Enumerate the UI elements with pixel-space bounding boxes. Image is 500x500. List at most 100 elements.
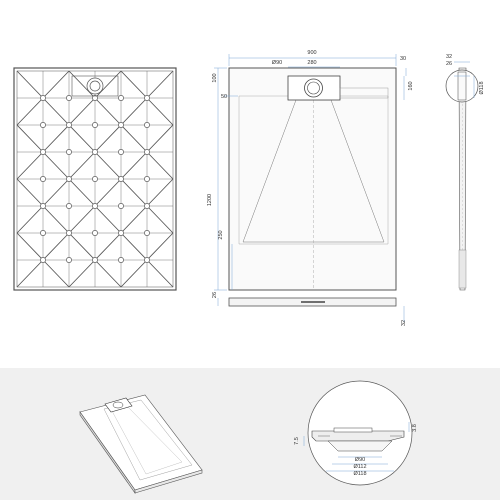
rib-line — [120, 97, 148, 126]
rib-foot — [118, 176, 124, 182]
rib-line — [146, 259, 174, 288]
rib-line — [68, 151, 96, 180]
drain-offset-dimension: 280 — [307, 60, 316, 66]
rib-foot — [144, 122, 150, 128]
drain-channel — [339, 87, 389, 99]
rib-grid — [16, 70, 174, 288]
detail-offset-dimension: 7.5 — [294, 437, 300, 445]
rib-line — [94, 178, 122, 207]
rib-foot — [66, 257, 72, 263]
rib-line — [68, 70, 96, 99]
rib-line — [146, 97, 174, 126]
rib-line — [120, 178, 148, 207]
drain-depth-dimension: 160 — [408, 81, 414, 90]
rib-line — [146, 124, 174, 153]
rib-line — [146, 232, 174, 261]
edge-dimension: 26 — [212, 292, 218, 298]
rib-foot — [92, 176, 98, 182]
slope-dimension: 250 — [218, 230, 224, 239]
rib-foot — [144, 257, 150, 263]
rib-line — [94, 205, 122, 234]
rib-line — [120, 70, 148, 99]
rib-foot — [40, 257, 46, 263]
top-margin-dimension: 30 — [400, 56, 406, 62]
rib-line — [16, 124, 44, 153]
detail-diameter-outer: Ø118 — [353, 471, 366, 477]
rib-line — [42, 124, 70, 153]
rib-foot — [40, 230, 46, 236]
length-dimension: 1200 — [207, 194, 213, 206]
rib-line — [16, 70, 44, 99]
rib-foot — [92, 122, 98, 128]
drain-outer-circle — [304, 78, 323, 98]
rib-foot — [92, 230, 98, 236]
tray-outline — [228, 67, 397, 291]
rib-line — [42, 70, 70, 99]
drain-detail-view — [307, 380, 413, 486]
rib-foot — [92, 257, 98, 263]
left-top-dimension: 100 — [212, 73, 218, 82]
rib-line — [146, 151, 174, 180]
back-drain-housing — [71, 75, 119, 97]
rib-foot — [118, 230, 124, 236]
rib-line — [42, 259, 70, 288]
rib-foot — [66, 203, 72, 209]
rib-foot — [118, 257, 124, 263]
rib-line — [42, 178, 70, 207]
rib-line — [16, 259, 44, 288]
detail-dimensions — [303, 422, 410, 472]
side-dimension-26: 26 — [446, 61, 452, 67]
rib-line — [94, 232, 122, 261]
rib-line — [120, 232, 148, 261]
rib-line — [94, 124, 122, 153]
thickness-dimension: 32 — [401, 320, 407, 326]
rib-foot — [118, 149, 124, 155]
side-dimension-32: 32 — [446, 54, 452, 60]
tray-side-view — [445, 61, 479, 291]
rib-foot — [40, 149, 46, 155]
rib-line — [146, 178, 174, 207]
rib-line — [68, 205, 96, 234]
rib-line — [120, 151, 148, 180]
side-diameter-dimension: Ø118 — [479, 81, 485, 94]
bottom-panel-background — [0, 368, 500, 500]
rib-line — [16, 205, 44, 234]
rib-line — [16, 97, 44, 126]
rib-foot — [40, 122, 46, 128]
rib-foot — [144, 95, 150, 101]
rib-line — [94, 70, 122, 99]
drain-inner-circle — [307, 81, 320, 95]
back-drain-circle — [86, 77, 104, 95]
rib-line — [146, 70, 174, 99]
rib-foot — [144, 149, 150, 155]
rib-foot — [66, 95, 72, 101]
rib-line — [94, 151, 122, 180]
rib-foot — [92, 149, 98, 155]
rib-line — [94, 259, 122, 288]
rib-line — [68, 232, 96, 261]
rib-line — [42, 97, 70, 126]
rib-line — [16, 232, 44, 261]
rib-foot — [144, 203, 150, 209]
rib-line — [68, 259, 96, 288]
left-drain-dimension: 50 — [221, 94, 227, 100]
rib-line — [94, 97, 122, 126]
rib-foot — [118, 95, 124, 101]
rib-line — [68, 178, 96, 207]
rib-line — [68, 124, 96, 153]
tray-back-view — [13, 67, 177, 291]
tray-isometric-view — [79, 394, 203, 494]
rib-line — [42, 151, 70, 180]
rib-foot — [144, 230, 150, 236]
detail-height-dimension: 3.8 — [412, 424, 418, 432]
rib-line — [16, 178, 44, 207]
back-drain-inner — [89, 80, 101, 92]
iso-drain — [112, 401, 124, 409]
rib-foot — [40, 203, 46, 209]
width-dimension: 900 — [307, 50, 316, 56]
detail-diameter-inner: Ø90 — [355, 457, 365, 463]
rib-line — [120, 205, 148, 234]
rib-line — [120, 259, 148, 288]
rib-foot — [118, 203, 124, 209]
rib-foot — [118, 122, 124, 128]
